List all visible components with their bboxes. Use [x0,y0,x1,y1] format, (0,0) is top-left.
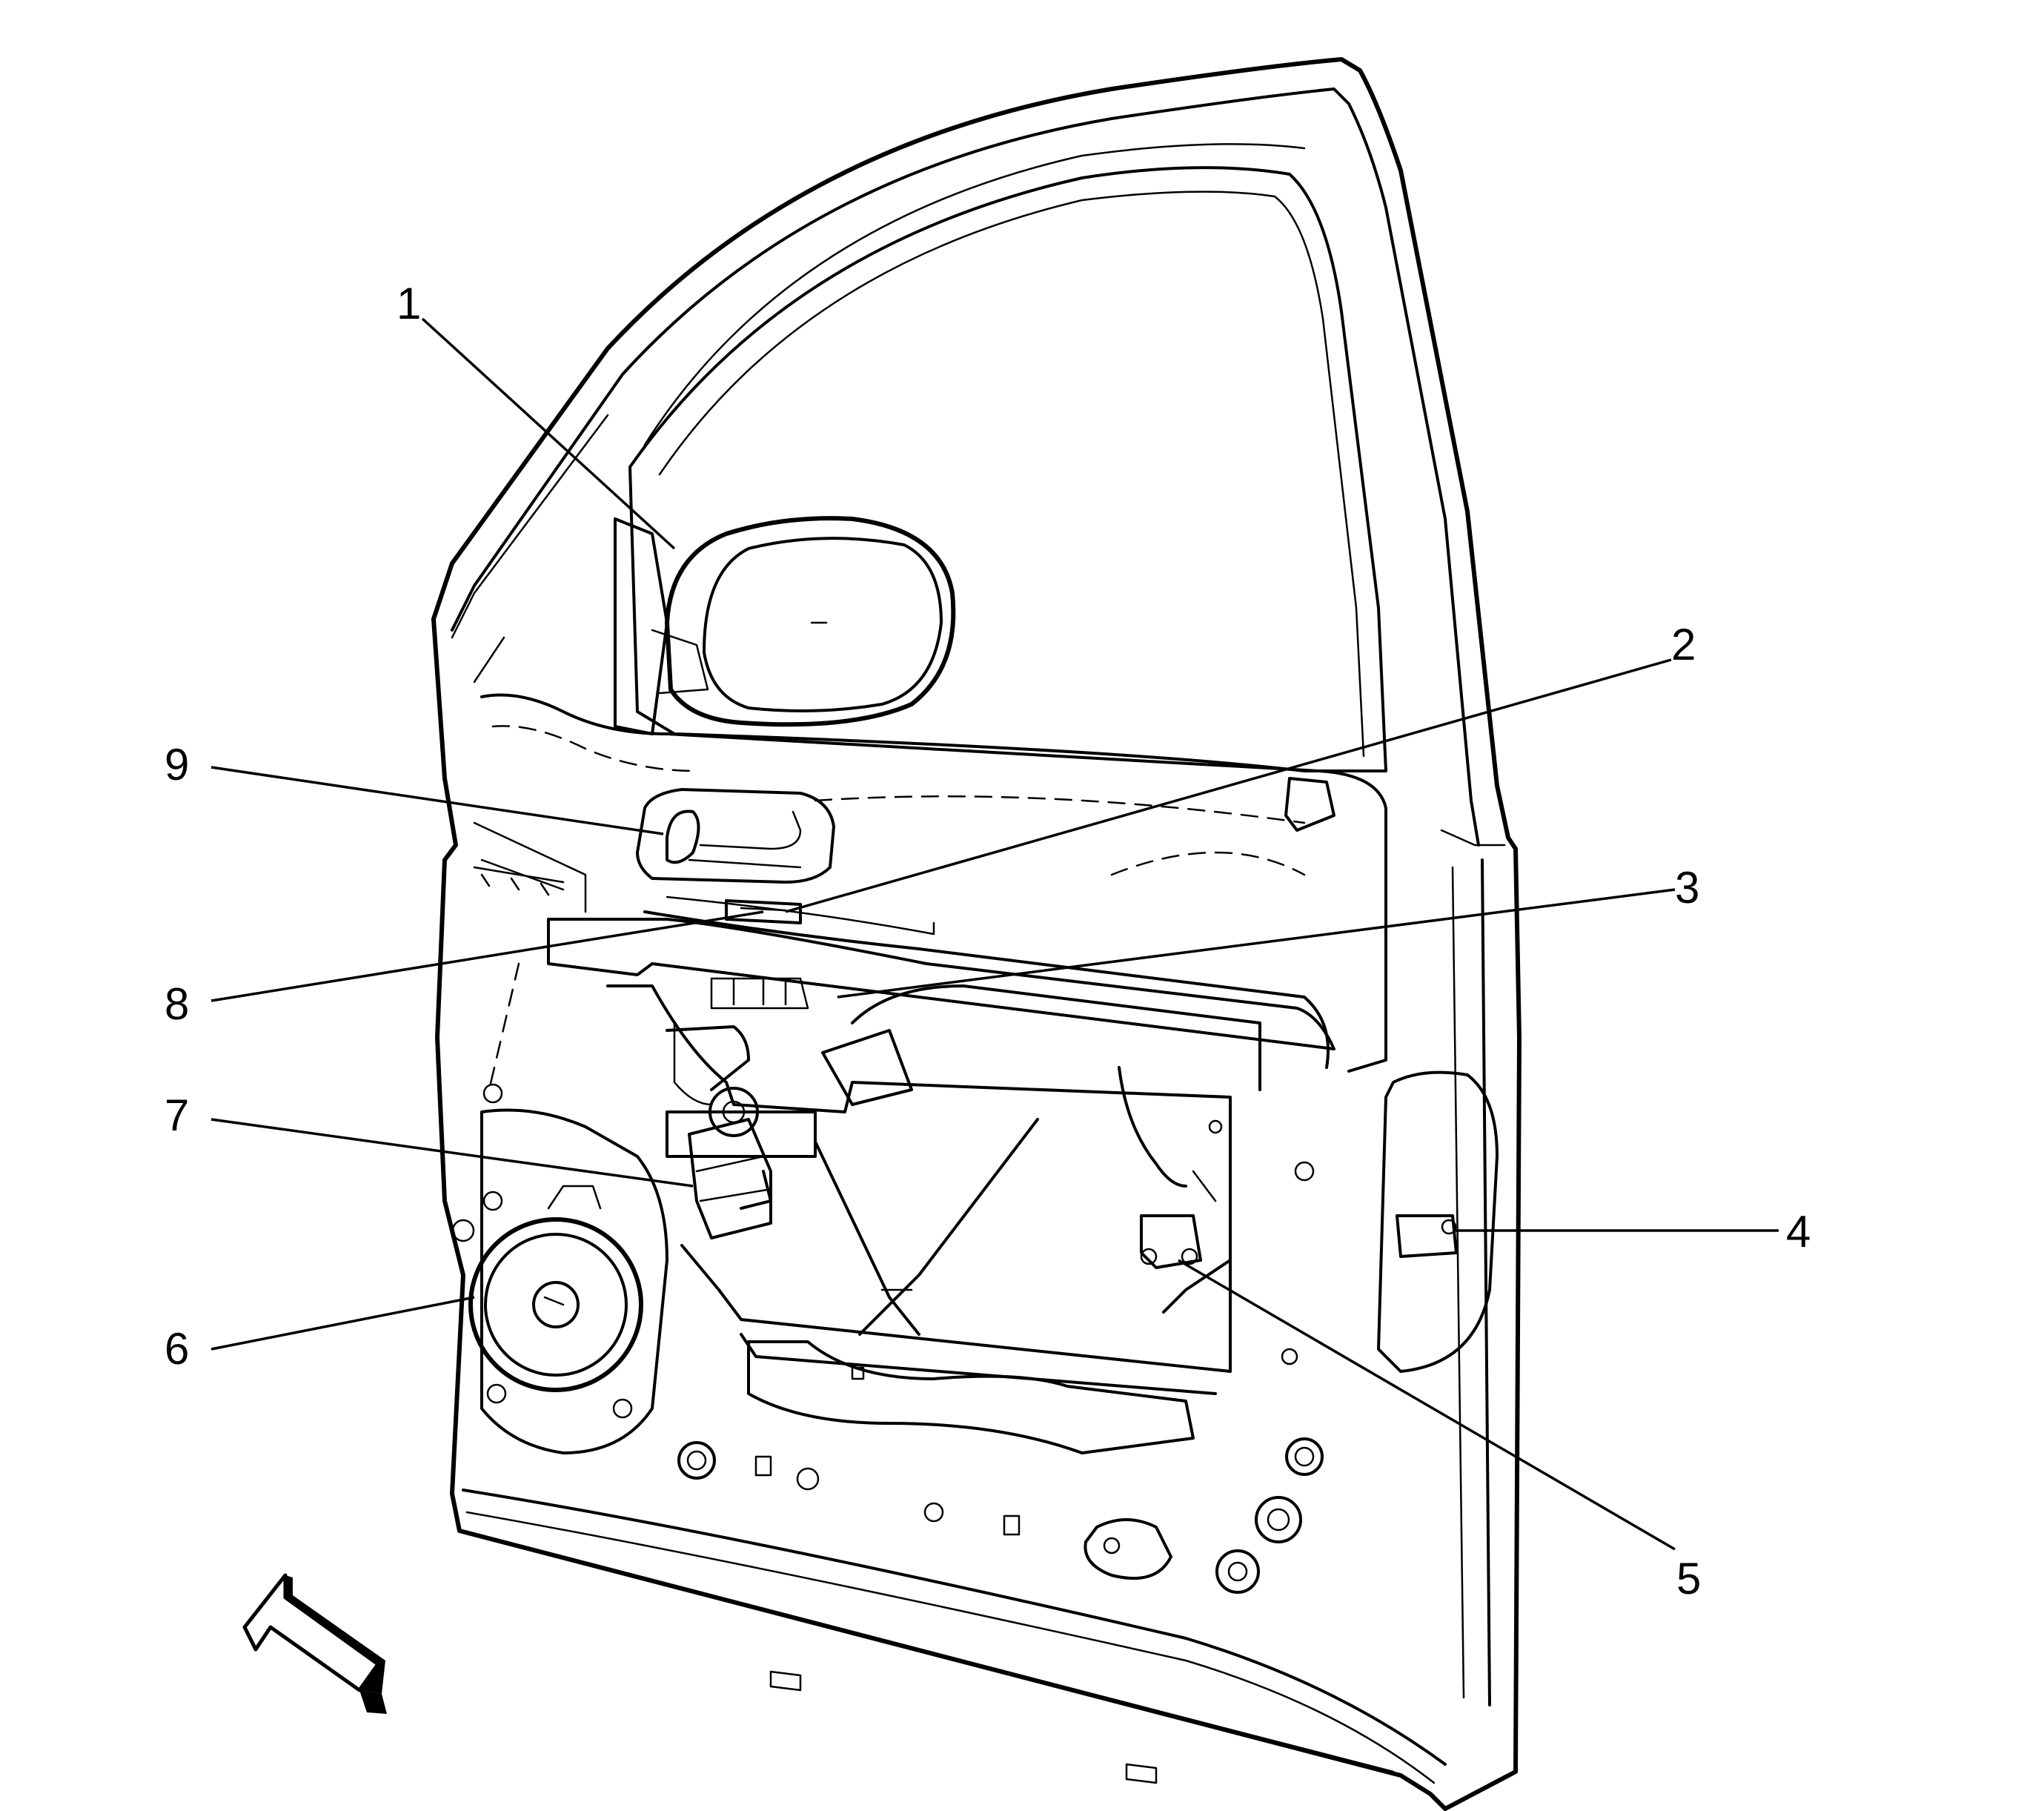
window-switch [725,899,802,924]
leader-lines [210,317,1779,1551]
speaker [451,1108,668,1454]
regulator-cables [814,1118,1039,1336]
module-lower-frame [680,1066,1232,1395]
side-impact-sensor [1140,1214,1202,1269]
callout-3: 3 [1675,863,1699,913]
lower-pocket [747,1340,1195,1454]
window-regulator-motor [688,1087,772,1239]
leader-9 [210,766,664,835]
inside-handle [636,788,835,884]
leader-6 [210,1296,475,1351]
leader-1 [421,317,676,550]
door-latch [1377,1070,1499,1373]
callout-2: 2 [1671,620,1696,669]
leader-8 [210,910,764,1002]
front-direction-arrow-icon [242,1573,387,1714]
armrest [547,895,1335,1069]
door-frame [431,57,1522,1811]
callout-8: 8 [165,979,189,1029]
inner-trim-panel [473,693,1387,1091]
leader-5 [1178,1259,1676,1551]
callout-1: 1 [396,279,421,328]
leader-2 [785,658,1672,913]
callout-labels: 1 2 3 4 5 6 7 8 9 [165,279,1811,1603]
grab-handle-upper-right [1284,777,1335,832]
leader-7 [210,1118,694,1188]
callout-6: 6 [165,1324,189,1374]
callout-9: 9 [165,740,189,789]
outside-mirror [614,516,956,735]
door-fasteners [473,866,1324,1784]
leader-3 [837,888,1676,999]
callout-5: 5 [1676,1554,1701,1603]
callout-7: 7 [165,1090,189,1140]
door-module [606,977,1261,1314]
callout-4: 4 [1786,1207,1811,1257]
